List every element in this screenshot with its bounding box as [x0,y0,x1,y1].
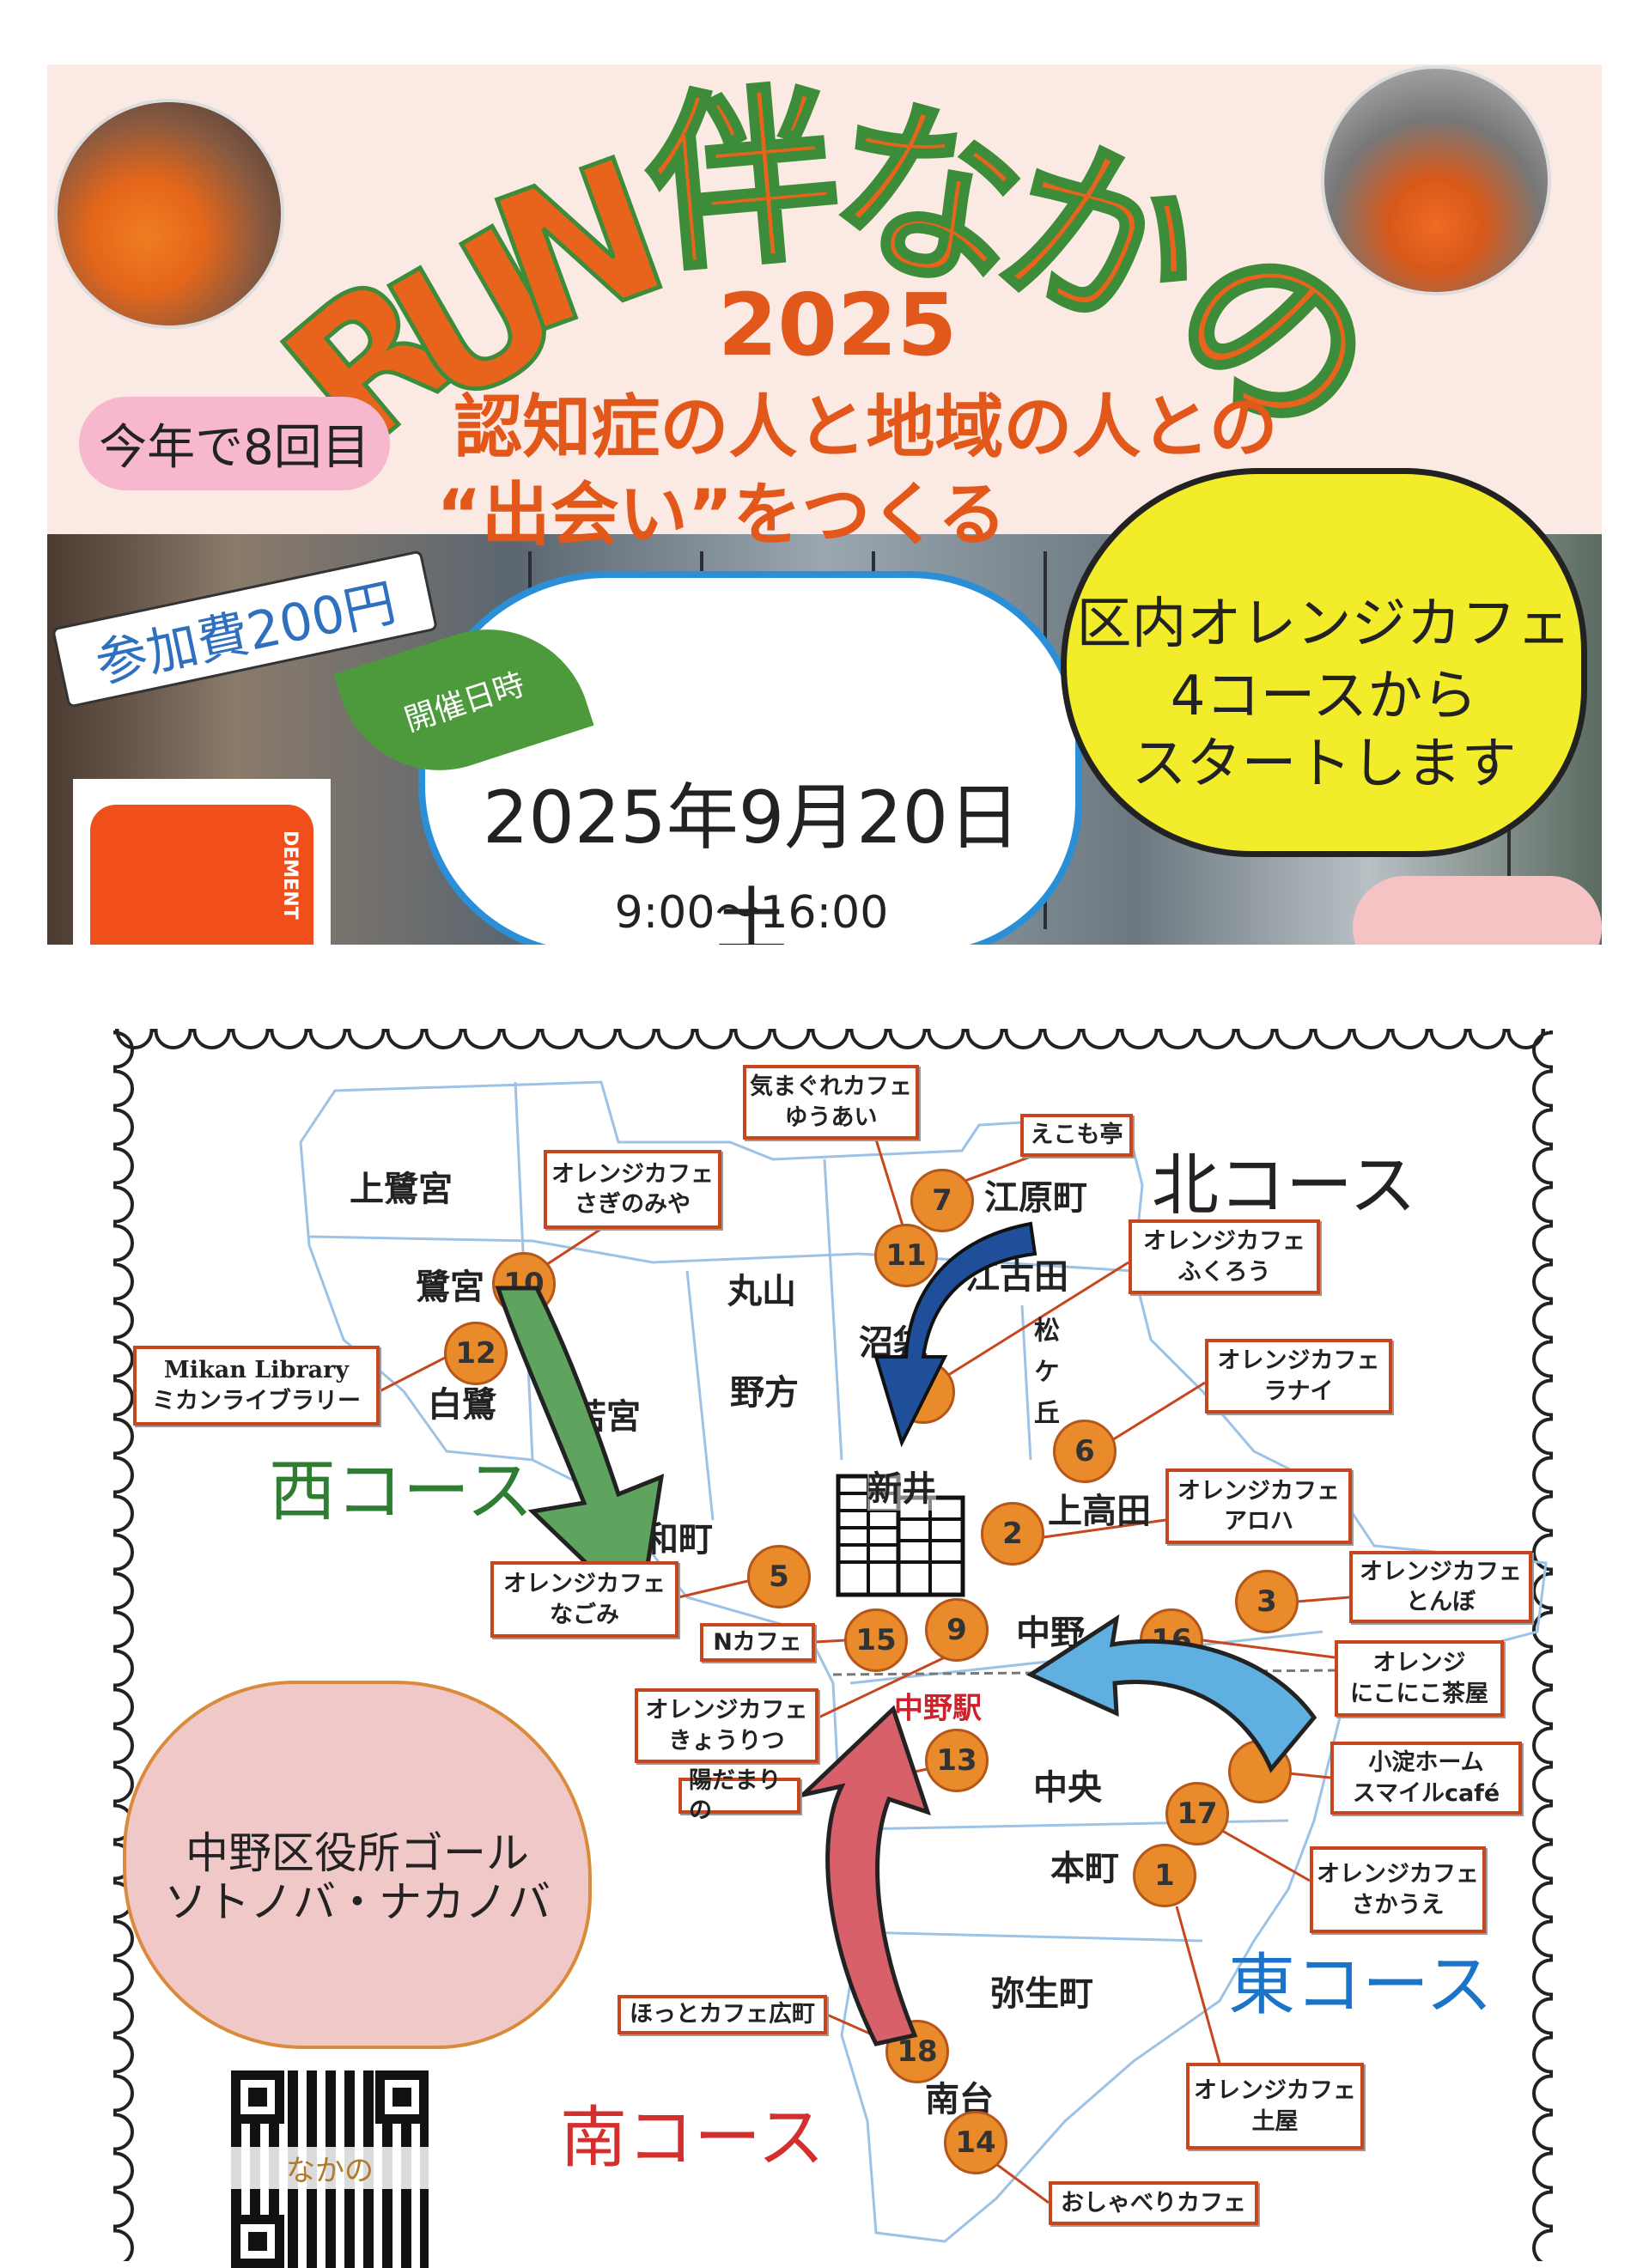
cafe-label: オレンジカフェさかうえ [1310,1846,1486,1933]
district-label: 沼袋 [859,1323,928,1363]
district-label: 新井 [867,1461,936,1511]
start-info-cloud [1061,468,1587,857]
cafe-label: オレンジカフェラナイ [1205,1339,1392,1414]
stop-marker: 11 [874,1224,938,1287]
stop-marker: 9 [925,1598,989,1662]
goal-cloud [123,1681,592,2049]
district-label: 上鷺宮 [350,1170,453,1209]
district-label: 丸山 [727,1272,796,1311]
goal-text: ソトノバ・ナカノバ [164,1877,551,1927]
stop-marker: 18 [885,2020,949,2083]
start-info-line: 4コースから [1170,665,1478,728]
stop-marker: 13 [925,1729,989,1792]
east-course-label: 東コース [1227,1947,1494,2024]
north-course-label: 北コース [1151,1147,1417,1225]
event-time: 9:00〜16:00 [614,887,889,939]
station-label: 中野駅 [894,1691,982,1726]
stop-marker: 1 [1133,1844,1196,1907]
cafe-label: オレンジカフェふくろう [1129,1219,1320,1294]
start-info-line: スタートします [1131,733,1517,796]
cafe-label: オレンジカフェなごみ [490,1561,678,1638]
qr-code[interactable] [231,2070,429,2268]
district-label: 上高田 [1048,1492,1151,1531]
cafe-label: 気まぐれカフェゆうあい [743,1065,919,1140]
edition-badge: 今年で8回目 [79,397,390,490]
district-label: 松ケ丘 [1029,1316,1059,1440]
group-photo [54,99,284,329]
stop-marker: 7 [910,1169,974,1232]
district-label: 中野 [1016,1614,1085,1653]
year: 2025 [717,275,958,375]
west-course-label: 西コース [268,1453,534,1530]
stamp-border [113,1029,1553,2261]
stop-marker: 12 [444,1322,508,1385]
cafe-label: オレンジカフェとんぼ [1349,1551,1532,1623]
south-course-label: 南コース [559,2100,825,2177]
district-label: 大和町 [610,1520,713,1560]
tshirt-text: DEMENT [279,830,301,920]
cafe-label: オレンジカフェきょうりつ [635,1688,818,1763]
district-label: 野方 [730,1373,799,1413]
district-label: 若宮 [572,1397,641,1437]
cafe-label: オレンジにこにこ茶屋 [1335,1640,1504,1717]
district-label: 中央 [1033,1768,1102,1808]
district-label: 江古田 [965,1257,1068,1297]
stop-marker: 5 [747,1545,811,1608]
district-label: 鷺宮 [416,1268,484,1307]
stop-marker: 6 [1053,1420,1117,1483]
stop-marker: 3 [1235,1570,1299,1633]
district-label: 江原町 [984,1178,1087,1218]
cafe-label: オレンジカフェ土屋 [1186,2063,1364,2149]
stop-marker: 16 [1140,1608,1203,1672]
cafe-label: ほっとカフェ広町 [618,1995,827,2034]
cafe-label: 陽だまりの [678,1767,800,1824]
stop-marker: 15 [844,1608,908,1672]
cafe-label: Nカフェ [700,1623,815,1662]
stop-marker: 10 [492,1252,556,1316]
district-label: 白鷺 [428,1385,496,1425]
start-info-line: 区内オレンジカフェ [1076,593,1572,656]
stop-marker: 2 [981,1502,1044,1566]
building-icon [836,1474,965,1597]
subtitle-line-2: “出会い”をつくる [436,475,1007,555]
cafe-label: オレンジカフェさぎのみや [544,1150,721,1229]
date-cloud [418,571,1082,945]
cafe-label: 小淀ホームスマイルcafé [1330,1742,1522,1815]
flyer-header: R U N 伴 な か の 2025 認知症の人と地域の人との “出会い”をつく… [47,64,1602,945]
event-date: 2025年9月20日土 [482,775,1021,945]
stop-marker [891,1360,955,1424]
stop-marker [1228,1740,1292,1803]
district-label: 本町 [1050,1849,1119,1888]
qr-label: なかの [231,2147,429,2189]
tshirt-image: DEMENT [73,779,331,945]
district-label: 弥生町 [990,1974,1093,2014]
stop-marker: 17 [1165,1782,1229,1845]
subtitle-line-1: 認知症の人と地域の人との [453,387,1278,467]
cafe-label: えこも亭 [1020,1114,1133,1157]
cafe-label: おしゃべりカフェ [1049,2181,1258,2225]
event-photo [1321,65,1551,295]
stop-marker: 14 [944,2111,1007,2174]
cafe-label: オレンジカフェアロハ [1165,1468,1352,1544]
pink-decoration [1353,876,1602,945]
goal-text: 中野区役所ゴール [186,1828,529,1878]
